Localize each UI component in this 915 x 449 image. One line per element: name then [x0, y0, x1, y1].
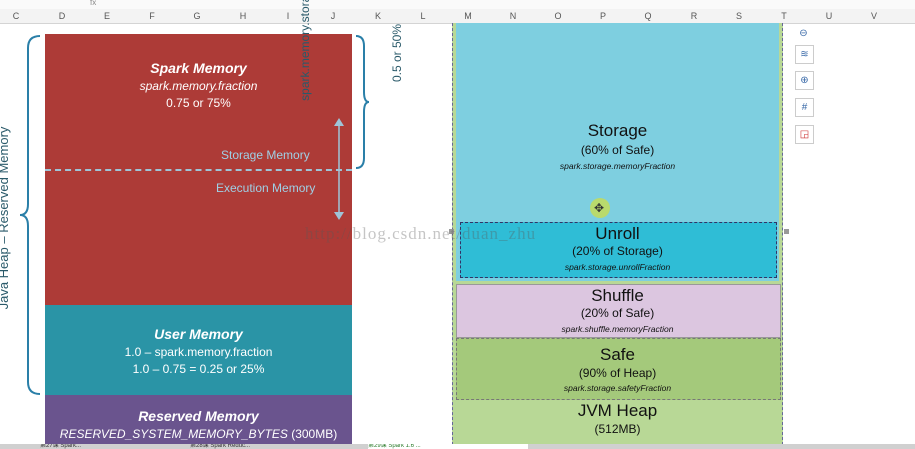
unroll-key: spark.storage.unrollFraction: [564, 262, 671, 272]
jvm-title: JVM Heap: [577, 401, 658, 420]
java-heap-label: Java Heap – Reserved Memory: [0, 126, 11, 310]
shuffle-sub: (20% of Safe): [580, 306, 655, 320]
column-header-v[interactable]: V: [870, 11, 877, 21]
storage-sub: (60% of Safe): [580, 143, 655, 157]
safe-key: spark.storage.safetyFraction: [563, 383, 672, 393]
reserved-memory-const: RESERVED_SYSTEM_MEMORY_BYTES (300MB): [45, 427, 352, 441]
safe-title: Safe: [600, 345, 635, 364]
column-header-i[interactable]: I: [286, 11, 290, 21]
minus-icon[interactable]: ⊖: [799, 28, 808, 39]
unroll-block: [460, 222, 777, 278]
column-header-s[interactable]: S: [735, 11, 742, 21]
storage-fraction-label: spark.memory.storageFraction: [298, 0, 312, 101]
layers-icon[interactable]: ≋: [795, 45, 814, 64]
sheet-tab-27[interactable]: 第27课 Spark...: [40, 444, 82, 449]
export-icon[interactable]: ◲: [795, 125, 814, 144]
column-header-l[interactable]: L: [420, 11, 426, 21]
move-cursor-icon: ✥: [594, 201, 605, 215]
column-header-m[interactable]: M: [464, 11, 472, 21]
column-header-o[interactable]: O: [554, 11, 562, 21]
sheet-tab-29-active[interactable]: 第29课 Spark 1.6 ...: [368, 444, 528, 449]
column-header-p[interactable]: P: [599, 11, 606, 21]
reserved-size-text: (300MB): [291, 427, 338, 441]
shuffle-title: Shuffle: [591, 286, 644, 305]
storage-fraction-brace: [355, 35, 370, 169]
reserved-const-text: RESERVED_SYSTEM_MEMORY_BYTES: [59, 427, 288, 441]
right-diagram-border-left: [452, 23, 454, 445]
fx-label: fx: [90, 0, 97, 7]
storage-execution-divider: [45, 169, 352, 171]
storage-memory-label: Storage Memory: [221, 148, 310, 162]
shuffle-key: spark.shuffle.memoryFraction: [561, 324, 674, 334]
storage-key: spark.storage.memoryFraction: [559, 161, 676, 171]
column-header-f[interactable]: F: [149, 11, 155, 21]
jvm-sub: (512MB): [594, 422, 641, 436]
spark-memory-value: 0.75 or 75%: [166, 96, 231, 110]
user-memory-line1: 1.0 – spark.memory.fraction: [124, 345, 273, 359]
right-diagram-border-right: [782, 23, 784, 445]
reserved-memory-block: [45, 395, 352, 445]
spark-memory-title: Spark Memory: [150, 60, 247, 76]
unroll-title: Unroll: [595, 224, 640, 243]
grid-icon[interactable]: #: [795, 98, 814, 117]
safe-block: [456, 338, 781, 400]
resize-handle-left[interactable]: [449, 229, 454, 234]
column-header-h[interactable]: H: [239, 11, 247, 21]
column-header-k[interactable]: K: [374, 11, 381, 21]
unroll-sub: (20% of Storage): [572, 244, 663, 258]
user-memory-block: [45, 305, 352, 395]
user-memory-line2: 1.0 – 0.75 = 0.25 or 25%: [132, 362, 265, 376]
column-header-u[interactable]: U: [825, 11, 833, 21]
spark-memory-param: spark.memory.fraction: [139, 79, 258, 93]
column-header-c[interactable]: C: [12, 11, 20, 21]
shuffle-block: [456, 284, 781, 338]
zoom-icon[interactable]: ⊕: [795, 71, 814, 90]
sheet-tab-28[interactable]: 第28课 Spark Reduc...: [190, 444, 251, 449]
column-header-r[interactable]: R: [690, 11, 698, 21]
column-header-j[interactable]: J: [330, 11, 336, 21]
column-header-e[interactable]: E: [103, 11, 110, 21]
boundary-arrow: [334, 118, 344, 220]
column-header-n[interactable]: N: [509, 11, 517, 21]
column-header-bar: C D E F G H I J K L M N O P Q R S T U V: [0, 9, 915, 24]
resize-handle-right[interactable]: [784, 229, 789, 234]
storage-title: Storage: [587, 121, 648, 140]
column-header-t[interactable]: T: [781, 11, 787, 21]
reserved-memory-title: Reserved Memory: [138, 408, 259, 424]
safe-sub: (90% of Heap): [578, 366, 657, 380]
column-header-q[interactable]: Q: [644, 11, 652, 21]
watermark-text: http://blog.csdn.net/duan_zhu: [305, 224, 537, 243]
column-header-g[interactable]: G: [193, 11, 201, 21]
user-memory-title: User Memory: [154, 326, 243, 342]
cursor-highlight: [590, 198, 610, 218]
execution-memory-label: Execution Memory: [216, 181, 316, 195]
storage-fraction-value: 0.5 or 50%: [390, 24, 404, 83]
java-heap-brace: [19, 35, 41, 395]
column-header-d[interactable]: D: [58, 11, 66, 21]
